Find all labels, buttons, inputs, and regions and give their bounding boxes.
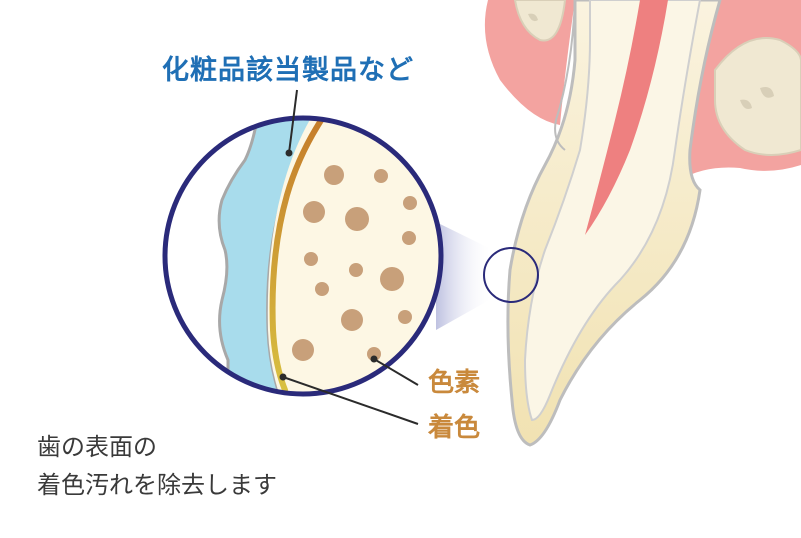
- caption: 歯の表面の 着色汚れを除去します: [37, 428, 277, 504]
- tooth-illustration: [506, 0, 722, 447]
- product-leader-line: [288, 89, 298, 154]
- leader-lines: [279, 89, 419, 425]
- product-label: 化粧品該当製品など: [162, 55, 414, 86]
- magnified-view: [165, 118, 441, 394]
- product-leader-dot: [285, 149, 293, 157]
- caption-line-1: 歯の表面の: [37, 433, 157, 461]
- stain-layer: [269, 118, 331, 393]
- stain-leader-dot: [279, 373, 287, 381]
- stain-label: 着色: [428, 413, 481, 443]
- pigment-leader-line: [373, 358, 419, 386]
- pigment-label: 色素: [428, 368, 481, 398]
- pigment-leader-dot: [370, 355, 378, 363]
- stain-leader-line: [282, 376, 419, 425]
- caption-line-2: 着色汚れを除去します: [37, 471, 277, 499]
- magnify-beam: [436, 222, 493, 330]
- focus-circle: [483, 247, 539, 303]
- gum-tissue: [484, 0, 801, 180]
- pigment-particles: [292, 165, 417, 361]
- magnified-circle-outline: [162, 115, 444, 397]
